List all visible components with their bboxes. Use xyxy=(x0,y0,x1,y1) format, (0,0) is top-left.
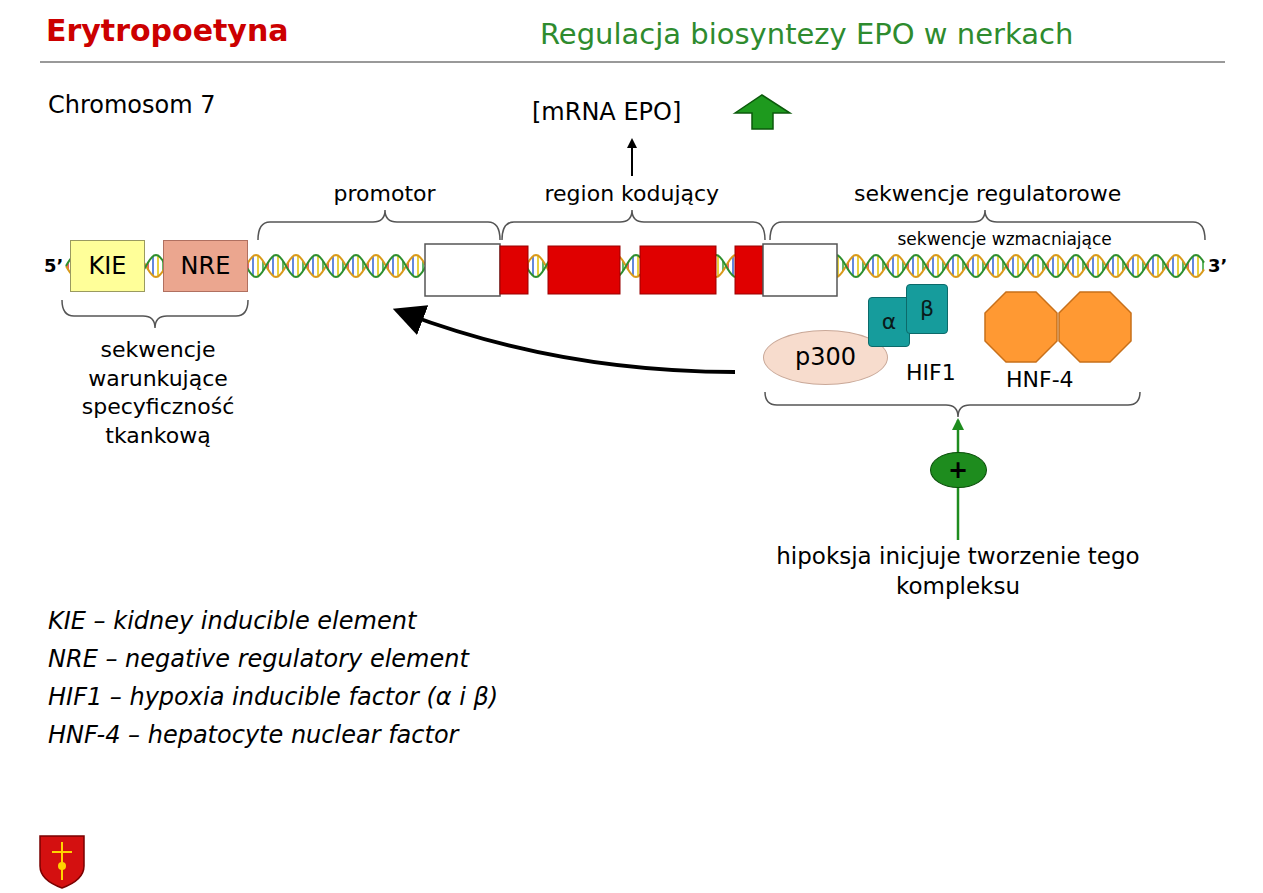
hif-beta-text: β xyxy=(920,297,934,321)
enhancer-label-holder: sekwencje wzmacniające xyxy=(895,229,1115,250)
abbreviation-note-holder: HIF1 – hypoxia inducible factor (α i β) xyxy=(48,682,498,712)
abbreviation-note-holder: HNF-4 – hepatocyte nuclear factor xyxy=(48,720,458,750)
chromosome-label: Chromosom 7 xyxy=(48,90,216,120)
hypoxia-note: hipoksja inicjuje tworzenie tego komplek… xyxy=(758,542,1158,602)
factor-label-holder: HNF-4 xyxy=(1006,366,1074,394)
abbreviation-note: HNF-4 – hepatocyte nuclear factor xyxy=(48,720,458,750)
nre-box: NRE xyxy=(163,240,248,292)
plus-circle: + xyxy=(930,452,987,488)
university-logo xyxy=(40,836,84,888)
region-label: sekwencje regulatorowe xyxy=(854,180,1121,208)
header-rule xyxy=(40,61,1225,63)
brace-note: sekwencje warunkujące specyficzność tkan… xyxy=(53,336,263,450)
strand-end: 3’ xyxy=(1208,255,1227,278)
p300-text: p300 xyxy=(795,344,856,370)
factor-label: HNF-4 xyxy=(1006,366,1074,394)
region-label: region kodujący xyxy=(545,180,720,208)
hif-alpha-box: α xyxy=(868,297,910,347)
abbreviation-note: HIF1 – hypoxia inducible factor (α i β) xyxy=(48,682,498,712)
region-label-holder: region kodujący xyxy=(545,180,720,208)
slide-subtitle-holder: Regulacja biosyntezy EPO w nerkach xyxy=(540,16,1073,52)
strand-end: 5’ xyxy=(44,255,63,278)
region-label: promotor xyxy=(334,180,436,208)
brace-note-holder: sekwencje warunkujące specyficzność tkan… xyxy=(53,336,263,450)
abbreviation-note-holder: NRE – negative regulatory element xyxy=(48,644,469,674)
factor-label: HIF1 xyxy=(906,359,956,387)
abbreviation-note: KIE – kidney inducible element xyxy=(48,606,416,636)
activation-arrow xyxy=(404,313,735,372)
factor-label-holder: HIF1 xyxy=(906,359,956,387)
abbreviation-note-holder: KIE – kidney inducible element xyxy=(48,606,416,636)
mrna-label-holder: [mRNA EPO] xyxy=(532,97,681,127)
plus-text: + xyxy=(948,457,968,483)
region-label-holder: promotor xyxy=(334,180,436,208)
hypoxia-note-holder: hipoksja inicjuje tworzenie tego komplek… xyxy=(758,542,1158,602)
slide-subtitle: Regulacja biosyntezy EPO w nerkach xyxy=(540,16,1073,52)
chromosome-label-holder: Chromosom 7 xyxy=(48,90,216,120)
kie-text: KIE xyxy=(89,253,127,279)
hnf4-octagons xyxy=(985,292,1131,362)
strand-end-holder: 5’ xyxy=(44,255,63,278)
region-label-holder: sekwencje regulatorowe xyxy=(854,180,1121,208)
mrna-label: [mRNA EPO] xyxy=(532,97,681,127)
gene-blocks xyxy=(425,244,837,296)
slide-title: Erytropoetyna xyxy=(46,12,289,50)
abbreviation-note: NRE – negative regulatory element xyxy=(48,644,469,674)
slide-title-holder: Erytropoetyna xyxy=(46,12,289,50)
hif-beta-box: β xyxy=(906,284,948,334)
hif-alpha-text: α xyxy=(882,310,897,334)
nre-text: NRE xyxy=(181,253,231,279)
enhancer-label: sekwencje wzmacniające xyxy=(895,229,1115,250)
strand-end-holder: 3’ xyxy=(1208,255,1227,278)
kie-box: KIE xyxy=(70,240,145,292)
brace xyxy=(62,210,1205,417)
